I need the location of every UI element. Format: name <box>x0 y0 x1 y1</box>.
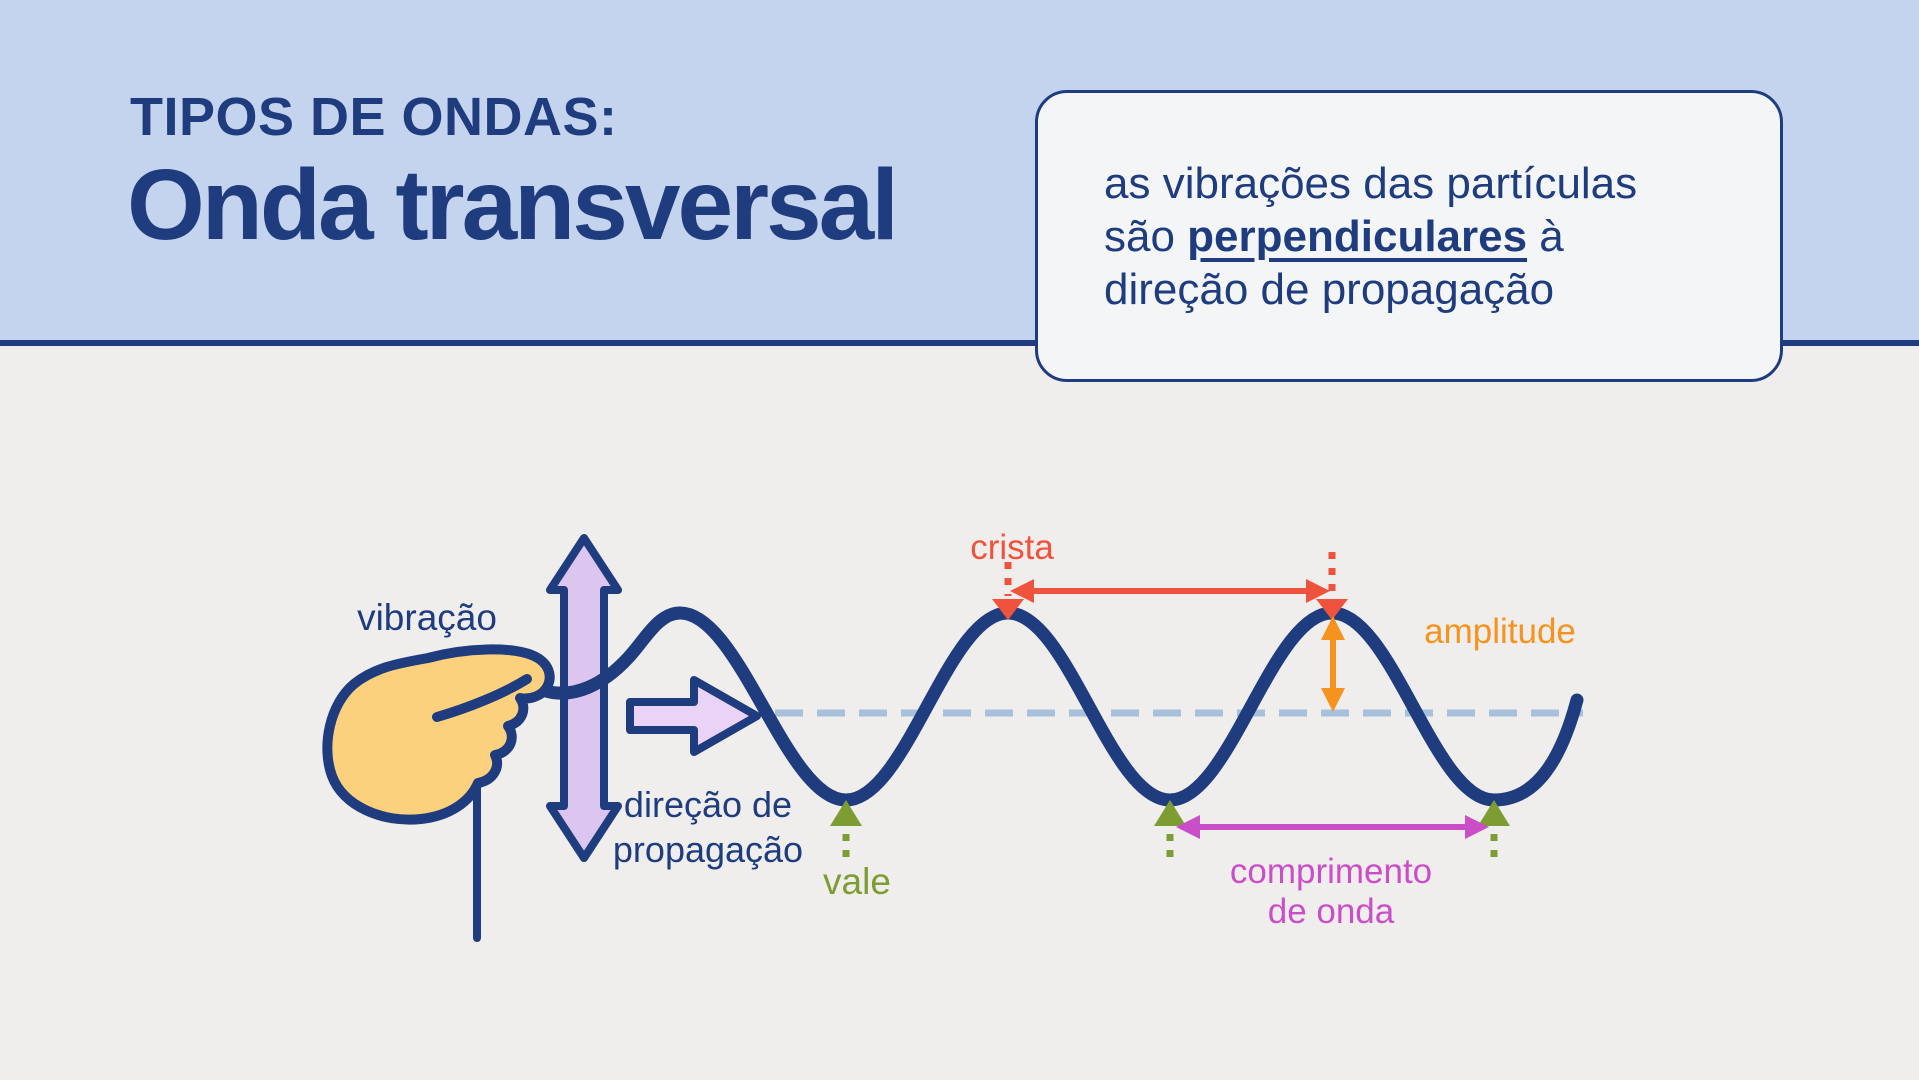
trough-arrowhead-2 <box>1154 800 1186 826</box>
amplitude-arrow <box>1321 616 1345 712</box>
trough-arrowhead-1 <box>830 800 862 826</box>
crest-span-head-right <box>1306 579 1330 603</box>
crest-arrowhead-left <box>992 599 1024 620</box>
trough-arrowhead-3 <box>1478 800 1510 826</box>
wave-path <box>539 606 1584 807</box>
wavelength-arrow <box>1176 815 1489 839</box>
crest-markers <box>992 552 1348 620</box>
vibration-label: vibração <box>357 597 497 638</box>
amplitude-label: amplitude <box>1424 612 1576 651</box>
trough-markers <box>830 800 1510 860</box>
hand-icon <box>322 644 555 825</box>
vibration-double-arrow-icon <box>546 534 622 862</box>
crest-arrowhead-right <box>1316 599 1348 620</box>
definition-box: as vibrações das partículas são perpendi… <box>1035 90 1783 382</box>
definition-line-2: são perpendiculares à <box>1104 212 1564 261</box>
emphasized-word: perpendiculares <box>1187 212 1528 261</box>
kicker-title: TIPOS DE ONDAS: <box>130 87 618 147</box>
page-title: Onda transversal <box>127 149 899 261</box>
trough-label: vale <box>823 861 891 902</box>
crest-span-head-left <box>1010 579 1034 603</box>
wavelength-label: comprimento de onda <box>1229 852 1433 931</box>
propagation-arrow-icon <box>626 676 761 756</box>
crest-label: crista <box>970 528 1054 567</box>
propagation-label: direção de propagação <box>612 784 804 870</box>
definition-line-1: as vibrações das partículas <box>1104 159 1638 208</box>
definition-line-3: direção de propagação <box>1104 265 1555 314</box>
